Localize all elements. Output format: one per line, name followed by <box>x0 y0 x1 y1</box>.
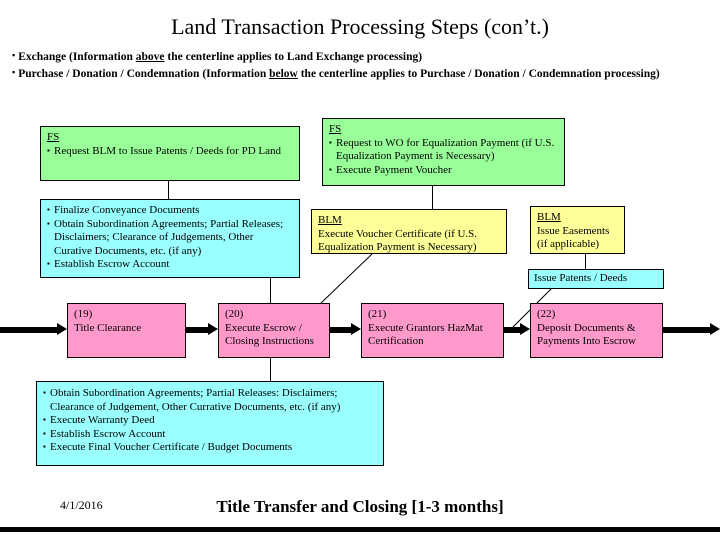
list-item: Request BLM to Issue Patents / Deeds for… <box>47 144 294 159</box>
step-text-line: Deposit Documents & <box>537 321 636 334</box>
header-bullet-item: ▪Purchase / Donation / Condemnation (Inf… <box>12 65 718 82</box>
header-bullet-pre: Exchange (Information <box>18 51 136 63</box>
box-text-line: Issue Patents / Deeds <box>534 272 628 284</box>
list-item: Finalize Conveyance Documents <box>47 203 294 218</box>
header-bullet-list: ▪Exchange (Information above the centerl… <box>12 48 718 82</box>
step-text-line: Certification <box>368 335 424 347</box>
box-text-line: Issue Easements <box>537 224 610 237</box>
header-bullet-emphasis: above <box>135 51 165 63</box>
connector-diagonal-blm-voucher-to-step-20 <box>319 253 373 305</box>
box-bottom-tasks[interactable]: Obtain Subordination Agreements; Partial… <box>36 381 384 466</box>
list-item: Establish Escrow Account <box>43 427 377 442</box>
step-number: (20) <box>225 308 244 320</box>
box-bullet-list: Request BLM to Issue Patents / Deeds for… <box>47 144 294 159</box>
box-text-line: (if applicable) <box>537 238 599 250</box>
box-header-fs: FS <box>47 131 60 143</box>
box-header-blm: BLM <box>318 214 342 226</box>
step-text-line: Closing Instructions <box>225 335 314 347</box>
box-fs-equalization-payment[interactable]: FS Request to WO for Equalization Paymen… <box>322 118 565 186</box>
list-item: Obtain Subordination Agreements; Partial… <box>43 386 377 414</box>
bullet-glyph-icon: ▪ <box>12 67 16 77</box>
step-text-line: Execute Grantors HazMat <box>368 321 483 334</box>
flow-arrow-21-to-22 <box>504 323 530 335</box>
header-bullet-post: the centerline applies to Land Exchange … <box>164 51 423 63</box>
footer-title: Title Transfer and Closing [1-3 months] <box>216 497 504 516</box>
header-bullet-emphasis: below <box>269 68 298 80</box>
header-bullet-item: ▪Exchange (Information above the centerl… <box>12 48 718 65</box>
step-box-22[interactable]: (22) Deposit Documents & Payments Into E… <box>530 303 663 358</box>
box-text-line: Execute Voucher Certificate (if U.S. <box>318 227 478 240</box>
list-item: Execute Final Voucher Certificate / Budg… <box>43 440 377 455</box>
list-item: Execute Payment Voucher <box>329 163 559 178</box>
flow-arrow-into-step-19 <box>0 323 67 335</box>
box-issue-patents-deeds[interactable]: Issue Patents / Deeds <box>528 269 664 289</box>
bullet-glyph-icon: ▪ <box>12 50 16 60</box>
list-item: Execute Warranty Deed <box>43 413 377 428</box>
header-bullet-post: the centerline applies to Purchase / Don… <box>297 68 660 80</box>
box-fs-request-patents[interactable]: FS Request BLM to Issue Patents / Deeds … <box>40 126 300 181</box>
step-number: (19) <box>74 308 93 320</box>
box-blm-voucher-certificate[interactable]: BLM Execute Voucher Certificate (if U.S.… <box>311 209 507 254</box>
step-box-21[interactable]: (21) Execute Grantors HazMat Certificati… <box>361 303 504 358</box>
box-finalize-conveyance[interactable]: Finalize Conveyance Documents Obtain Sub… <box>40 199 300 278</box>
step-text-line: Payments Into Escrow <box>537 335 636 347</box>
connector-fs-patents-to-conveyance <box>168 181 169 199</box>
connector-conveyance-to-step-20 <box>270 278 271 303</box>
list-item: Establish Escrow Account <box>47 257 294 272</box>
header-bullet-pre: Purchase / Donation / Condemnation (Info… <box>18 68 270 80</box>
step-box-20[interactable]: (20) Execute Escrow / Closing Instructio… <box>218 303 330 358</box>
step-number: (21) <box>368 308 387 320</box>
flow-arrow-out-of-step-22 <box>663 323 720 335</box>
flow-arrow-20-to-21 <box>330 323 361 335</box>
box-bullet-list: Request to WO for Equalization Payment (… <box>329 136 559 178</box>
connector-blm-easements-to-issue-patents <box>585 254 586 270</box>
connector-step-20-to-bottom-tasks <box>270 358 271 381</box>
list-item: Obtain Subordination Agreements; Partial… <box>47 217 294 259</box>
connector-fs-equalization-to-blm-voucher <box>432 186 433 209</box>
step-text-line: Execute Escrow / <box>225 321 302 334</box>
step-box-19[interactable]: (19) Title Clearance <box>67 303 186 358</box>
step-number: (22) <box>537 308 556 320</box>
flow-arrow-19-to-20 <box>186 323 218 335</box>
box-bullet-list: Finalize Conveyance Documents Obtain Sub… <box>47 203 294 272</box>
page-title: Land Transaction Processing Steps (con’t… <box>171 14 549 39</box>
footer-date: 4/1/2016 <box>60 498 103 512</box>
box-text-line: Equalization Payment is Necessary) <box>318 241 477 253</box>
box-blm-issue-easements[interactable]: BLM Issue Easements (if applicable) <box>530 206 625 254</box>
box-header-blm: BLM <box>537 211 561 223</box>
footer-divider <box>0 527 720 532</box>
step-text-line: Title Clearance <box>74 321 142 334</box>
box-header-fs: FS <box>329 123 342 135</box>
list-item: Request to WO for Equalization Payment (… <box>329 136 559 164</box>
box-bullet-list: Obtain Subordination Agreements; Partial… <box>43 386 377 455</box>
